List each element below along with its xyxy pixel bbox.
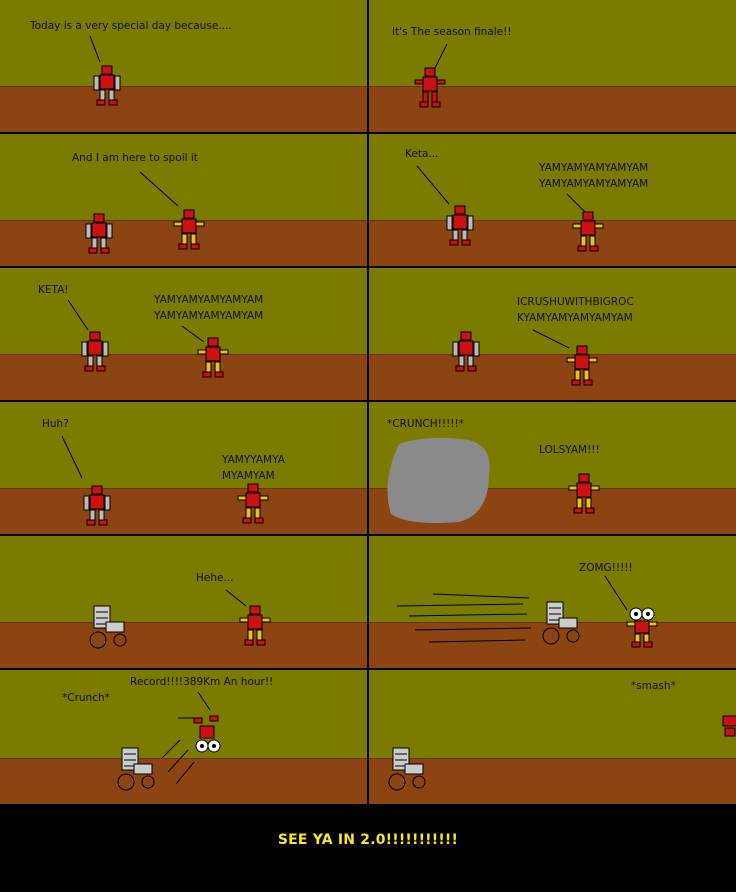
wrecked-robot-wheelchair: [117, 747, 155, 791]
caption: Hehe...: [196, 572, 234, 584]
ground: [369, 354, 736, 400]
ground: [0, 758, 367, 804]
red-robot-character: [83, 485, 111, 526]
ground: [369, 86, 736, 132]
panel-11: *Crunch* Record!!!!389Km An hour!!: [0, 670, 367, 804]
panel-12: *smash*: [369, 670, 736, 804]
caption: And I am here to spoil it: [72, 152, 198, 164]
wrecked-robot-wheelchair: [89, 605, 127, 649]
panel-1: Today is a very special day because....: [0, 0, 367, 132]
red-robot-character: [85, 213, 113, 254]
caption: Huh?: [42, 418, 69, 430]
panel-6: ICRUSHUWITHBIGROC KYAMYAMYAMYAMYAM: [369, 268, 736, 400]
speech-pointer: [532, 329, 570, 349]
red-gold-robot-character: [237, 483, 269, 524]
caption: YAMYAMYAMYAMYAM YAMYAMYAMYAMYAM: [539, 162, 649, 190]
red-gold-robot-character: [239, 605, 271, 646]
red-gold-robot-character: [197, 337, 229, 378]
red-gold-robot-character: [568, 473, 600, 514]
big-rock: [387, 437, 490, 523]
ground: [0, 488, 367, 534]
caption: *Crunch*: [62, 692, 110, 704]
caption: *smash*: [631, 680, 676, 692]
red-robot-character: [452, 331, 480, 372]
red-gold-robot-character: [566, 345, 598, 386]
caption: It's The season finale!!: [392, 26, 512, 38]
wrecked-robot-wheelchair: [542, 601, 580, 645]
panel-7: Huh? YAMYYAMYA MYAMYAM: [0, 402, 367, 534]
speed-lines: [161, 691, 211, 785]
caption: KETA!: [38, 284, 69, 296]
red-robot-character: [446, 205, 474, 246]
caption: Keta...: [405, 148, 439, 160]
flung-robot-character: [193, 715, 221, 753]
wrecked-robot-wheelchair: [388, 747, 426, 791]
speech-pointer: [89, 35, 101, 63]
panel-10: ZOMG!!!!!: [369, 536, 736, 668]
red-robot-character: [81, 331, 109, 372]
footer-title: SEE YA IN 2.0!!!!!!!!!!!: [277, 832, 459, 848]
speech-pointer: [67, 299, 205, 343]
speed-lines: [396, 575, 628, 643]
red-gold-robot-character: [572, 211, 604, 252]
caption: ICRUSHUWITHBIGROC KYAMYAMYAMYAMYAM: [517, 296, 634, 324]
red-gold-robot-character: [173, 209, 205, 250]
caption: Record!!!!389Km An hour!!: [130, 676, 274, 688]
speech-pointer: [139, 171, 179, 207]
caption: YAMYYAMYA MYAMYAM: [222, 454, 285, 482]
ground: [0, 622, 367, 668]
caption: YAMYAMYAMYAMYAM YAMYAMYAMYAMYAM: [154, 294, 264, 322]
shocked-robot-character: [626, 607, 658, 648]
speech-pointer: [434, 43, 448, 69]
ground: [0, 86, 367, 132]
panel-3: And I am here to spoil it: [0, 134, 367, 266]
panel-2: It's The season finale!!: [369, 0, 736, 132]
ground: [369, 220, 736, 266]
footer-banner: SEE YA IN 2.0!!!!!!!!!!!: [0, 806, 736, 892]
panel-9: Hehe...: [0, 536, 367, 668]
panel-4: Keta... YAMYAMYAMYAMYAM YAMYAMYAMYAMYAM: [369, 134, 736, 266]
speech-pointer: [225, 589, 247, 607]
caption: ZOMG!!!!!: [579, 562, 633, 574]
smashed-robot-fragment: [722, 715, 736, 737]
red-robot-character: [93, 65, 121, 106]
speech-pointer: [416, 165, 586, 213]
panel-5: KETA! YAMYAMYAMYAMYAM YAMYAMYAMYAMYAM: [0, 268, 367, 400]
ground: [0, 354, 367, 400]
comic-strip: Today is a very special day because.... …: [0, 0, 736, 804]
speech-pointer: [61, 435, 83, 479]
caption: LOLSYAM!!!: [539, 444, 600, 456]
ground: [369, 758, 736, 804]
panel-8: *CRUNCH!!!!!* LOLSYAM!!!: [369, 402, 736, 534]
caption: Today is a very special day because....: [30, 20, 232, 32]
caption: *CRUNCH!!!!!*: [387, 418, 464, 430]
red-robot-character: [414, 67, 446, 108]
